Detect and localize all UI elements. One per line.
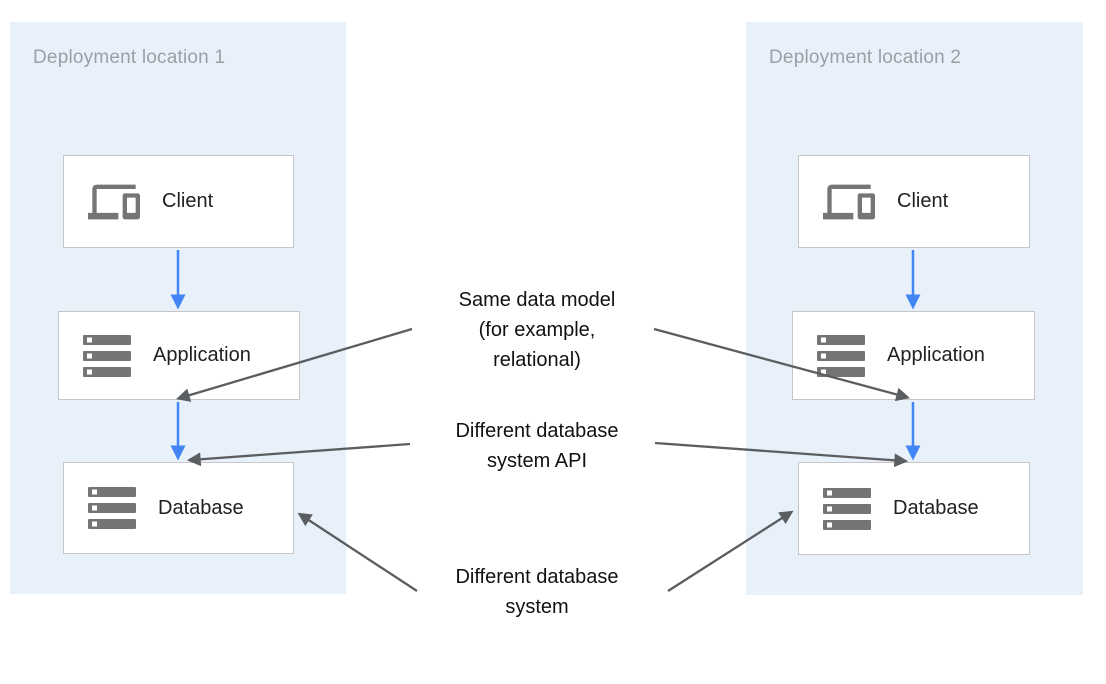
- devices-icon: [88, 184, 140, 219]
- node-label: Client: [897, 190, 949, 212]
- node-database-1: Database: [63, 462, 294, 554]
- annotation-same-data-model: Same data model (for example, relational…: [387, 285, 687, 375]
- annotation-line: Different database: [455, 566, 619, 588]
- node-application-1: Application: [58, 311, 300, 400]
- panel-title: Deployment location 2: [769, 47, 962, 68]
- node-label: Database: [158, 496, 244, 519]
- node-label: Client: [162, 190, 214, 212]
- annotation-line: (for example,: [478, 319, 596, 341]
- server-stack-icon: [823, 487, 871, 530]
- server-stack-icon: [817, 334, 865, 377]
- annotation-line: system: [505, 596, 569, 618]
- node-client-1: Client: [63, 155, 294, 248]
- node-database-2: Database: [798, 462, 1030, 555]
- node-label: Database: [893, 497, 979, 519]
- node-client-2: Client: [798, 155, 1030, 248]
- devices-icon: [823, 184, 875, 219]
- server-stack-icon: [88, 487, 136, 529]
- annotation-line: Different database: [455, 420, 619, 442]
- annotation-line: relational): [493, 349, 581, 371]
- server-stack-icon: [83, 334, 131, 377]
- node-label: Application: [887, 344, 985, 366]
- panel-title: Deployment location 1: [33, 47, 226, 68]
- node-application-2: Application: [792, 311, 1035, 400]
- annotation-different-database-system: Different database system: [387, 562, 687, 622]
- annotation-line: Same data model: [458, 289, 616, 311]
- annotation-line: system API: [486, 450, 588, 472]
- node-label: Application: [153, 344, 251, 366]
- annotation-different-database-system-api: Different database system API: [387, 416, 687, 476]
